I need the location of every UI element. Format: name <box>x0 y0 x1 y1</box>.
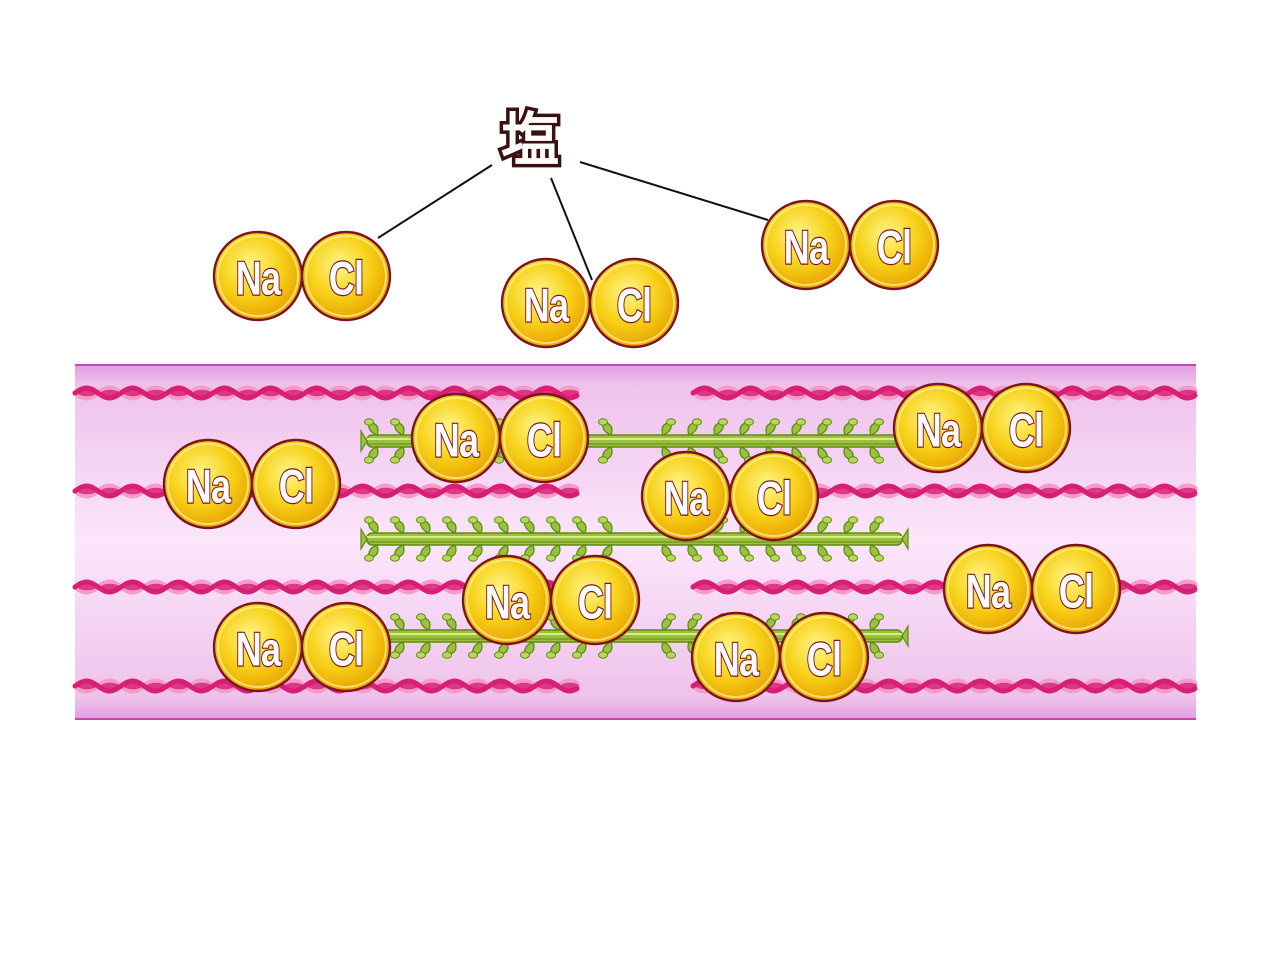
nacl-pair-outside: Na Cl <box>500 257 680 349</box>
chloride-ion: Cl <box>588 257 680 349</box>
chloride-ion-label: Cl <box>329 623 363 676</box>
sodium-ion-label: Na <box>916 404 962 457</box>
sodium-ion-label: Na <box>784 221 830 274</box>
chloride-ion: Cl <box>300 601 392 693</box>
chloride-ion: Cl <box>1030 543 1122 635</box>
sodium-ion-label: Na <box>186 460 232 513</box>
nacl-pair-in-muscle: Na Cl <box>640 450 820 542</box>
sodium-ion-label: Na <box>714 633 760 686</box>
chloride-ion-label: Cl <box>1009 404 1043 457</box>
sodium-ion-label: Na <box>485 576 531 629</box>
chloride-ion: Cl <box>498 392 590 484</box>
sodium-ion-label: Na <box>966 565 1012 618</box>
connector-lines <box>377 161 769 281</box>
nacl-pair-in-muscle: Na Cl <box>690 611 870 703</box>
sodium-ion-label: Na <box>434 414 480 467</box>
nacl-pair-outside: Na Cl <box>212 230 392 322</box>
sodium-ion: Na <box>760 199 852 291</box>
nacl-pair-in-muscle: Na Cl <box>410 392 590 484</box>
nacl-pair-in-muscle: Na Cl <box>461 554 641 646</box>
sodium-ion: Na <box>500 257 592 349</box>
chloride-ion: Cl <box>250 438 342 530</box>
sodium-ion: Na <box>942 543 1034 635</box>
connector-line-right <box>579 161 769 221</box>
chloride-ion-label: Cl <box>578 576 612 629</box>
nacl-pair-in-muscle: Na Cl <box>892 382 1072 474</box>
sodium-ion: Na <box>690 611 782 703</box>
sodium-ion: Na <box>461 554 553 646</box>
sodium-ion-label: Na <box>664 472 710 525</box>
nacl-pair-outside: Na Cl <box>760 199 940 291</box>
chloride-ion-label: Cl <box>279 460 313 513</box>
sodium-ion: Na <box>892 382 984 474</box>
nacl-pair-in-muscle: Na Cl <box>212 601 392 693</box>
chloride-ion-label: Cl <box>877 221 911 274</box>
sodium-ion-label: Na <box>236 623 282 676</box>
salt-title: 塩 <box>501 106 559 174</box>
chloride-ion-label: Cl <box>1059 565 1093 618</box>
chloride-ion: Cl <box>549 554 641 646</box>
chloride-ion-label: Cl <box>617 279 651 332</box>
sodium-ion: Na <box>410 392 502 484</box>
chloride-ion: Cl <box>778 611 870 703</box>
sodium-ion-label: Na <box>524 279 570 332</box>
chloride-ion-label: Cl <box>329 252 363 305</box>
nacl-pair-in-muscle: Na Cl <box>942 543 1122 635</box>
chloride-ion-label: Cl <box>807 633 841 686</box>
sodium-ion: Na <box>162 438 254 530</box>
sodium-ion: Na <box>640 450 732 542</box>
connector-line-center <box>550 177 593 281</box>
chloride-ion: Cl <box>848 199 940 291</box>
chloride-ion: Cl <box>728 450 820 542</box>
chloride-ion-label: Cl <box>757 472 791 525</box>
sodium-ion-label: Na <box>236 252 282 305</box>
nacl-pair-in-muscle: Na Cl <box>162 438 342 530</box>
connector-line-left <box>377 164 493 239</box>
chloride-ion: Cl <box>300 230 392 322</box>
sodium-ion: Na <box>212 601 304 693</box>
sodium-ion: Na <box>212 230 304 322</box>
chloride-ion-label: Cl <box>527 414 561 467</box>
actin-filament <box>72 385 580 401</box>
chloride-ion: Cl <box>980 382 1072 474</box>
